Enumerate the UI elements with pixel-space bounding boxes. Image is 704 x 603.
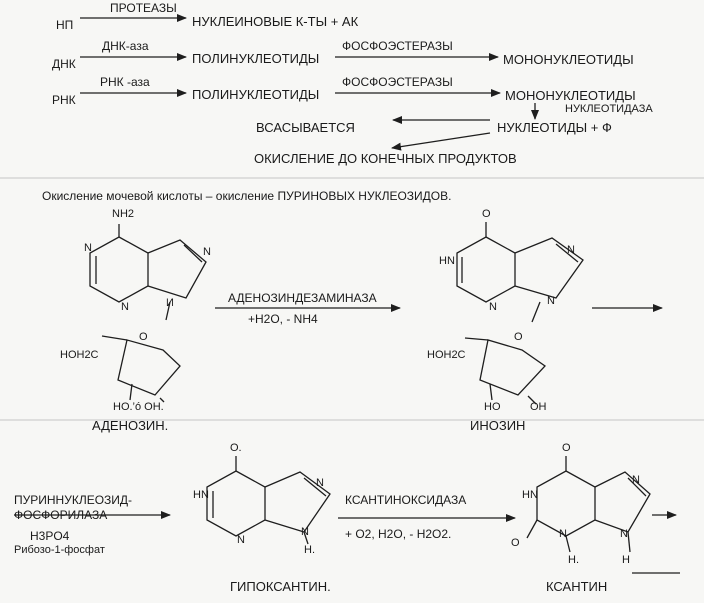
hypoxanthine-n7: N <box>316 477 324 489</box>
hypoxanthine-h9: H. <box>304 544 315 556</box>
xanthine-nh-bond-2 <box>627 531 631 553</box>
reaction1-conditions: +H2O, - NH4 <box>248 312 318 326</box>
xanthine-h9: H <box>622 554 630 566</box>
hypoxanthine-imidazole-ring <box>264 471 331 533</box>
inosine-ho: HO <box>484 401 501 413</box>
inosine-oh: OH <box>530 401 547 413</box>
enzyme-dnase: ДНК-аза <box>102 39 149 53</box>
inosine-name: ИНОЗИН <box>470 418 526 433</box>
adenosine-imidazole-ring <box>147 239 207 299</box>
byproduct-ribose-1-phosphate: Рибозо-1-фосфат <box>14 544 105 556</box>
hypoxanthine-double-bond <box>303 477 327 497</box>
adenosine-n3: N <box>121 301 129 313</box>
xanthine-n7: N <box>632 474 640 486</box>
hypoxanthine-n3: N <box>237 534 245 546</box>
product-nucleic-acids: НУКЛЕИНОВЫЕ К-ТЫ + АК <box>192 14 359 29</box>
inosine-glycosidic-bond <box>531 301 541 323</box>
inosine-ho-bond <box>489 383 493 401</box>
hypoxanthine-name: ГИПОКСАНТИН. <box>230 579 331 594</box>
adenosine-ho-bond <box>129 383 133 401</box>
product-mononucleotides-dna: МОНОНУКЛЕОТИДЫ <box>503 52 634 67</box>
xanthine-pyrimidine-ring <box>536 470 596 537</box>
adenosine-ring-o: O <box>139 331 148 343</box>
xanthine-name: КСАНТИН <box>546 579 608 594</box>
hypoxanthine-hn: HN <box>193 489 209 501</box>
product-polynucleotides-dna: ПОЛИНУКЛЕОТИДЫ <box>192 51 320 66</box>
adenosine-glycosidic-bond <box>165 301 171 321</box>
adenosine-double-bond <box>183 244 203 263</box>
inosine-n3: N <box>489 301 497 313</box>
adenosine-ch2-bond <box>101 335 128 341</box>
inosine-ch2-bond <box>464 337 489 341</box>
adenosine-oh-bond <box>159 397 165 403</box>
section-caption: Окисление мочевой кислоты – окисление ПУ… <box>42 189 452 203</box>
adenosine-ribose-ring <box>117 339 181 396</box>
xanthine-double-bond <box>627 477 647 497</box>
xanthine-imidazole-ring <box>594 471 651 533</box>
adenosine-n7: N <box>203 246 211 258</box>
arrow-oxidation <box>391 132 491 151</box>
inosine-hn: HN <box>439 255 455 267</box>
inosine-carbonyl-o: O <box>482 208 491 220</box>
adenosine-n9: И <box>166 297 174 309</box>
enzyme-rnase: РНК -аза <box>100 75 150 89</box>
product-nucleotides: НУКЛЕОТИДЫ + Ф <box>497 120 612 135</box>
xanthine-carbonyl-bond-2 <box>526 519 538 539</box>
inosine-ribose-ring <box>479 339 546 396</box>
enzyme-proteases: ПРОТЕАЗЫ <box>110 1 177 15</box>
source-np: НП <box>56 18 74 32</box>
adenosine-name: АДЕНОЗИН. <box>92 418 169 433</box>
reaction3-conditions: + O2, H2O, - H2O2. <box>345 527 452 541</box>
inosine-imidazole-ring <box>514 237 584 299</box>
inosine-n9: N <box>547 295 555 307</box>
xanthine-n9: N <box>620 528 628 540</box>
xanthine-nh-bond <box>565 535 571 553</box>
adenosine-nh2: NH2 <box>112 208 135 220</box>
xanthine-carbonyl-o: O <box>562 442 571 454</box>
enzyme-phosphoesterases-dna: ФОСФОЭСТЕРАЗЫ <box>342 39 453 53</box>
inosine-ring-o: O <box>514 331 523 343</box>
enzyme-phosphoesterases-rna: ФОСФОЭСТЕРАЗЫ <box>342 75 453 89</box>
reagent-h3po4: H3PO4 <box>30 529 70 543</box>
hypoxanthine-carbonyl-o: O. <box>230 442 242 454</box>
enzyme-purine-nucleoside-phosphorylase-1: ПУРИННУКЛЕОЗИД- <box>14 493 133 507</box>
adenosine-ho-oh: HO.’ó OH. <box>113 401 164 413</box>
adenosine-pyrimidine-ring <box>89 236 149 303</box>
enzyme-xanthine-oxidase: КСАНТИНОКСИДАЗА <box>345 493 467 507</box>
xanthine-h3: H. <box>568 554 579 566</box>
inosine-pyrimidine-ring <box>456 236 516 303</box>
source-dna: ДНК <box>52 57 76 71</box>
inosine-n7: N <box>567 244 575 256</box>
label-oxidation: ОКИСЛЕНИЕ ДО КОНЕЧНЫХ ПРОДУКТОВ <box>254 151 517 166</box>
enzyme-nucleotidase: НУКЛЕОТИДАЗА <box>565 103 653 115</box>
adenosine-hoh2c: HOH2C <box>60 349 99 361</box>
xanthine-n3: N <box>559 528 567 540</box>
hypoxanthine-nh-bond <box>303 531 309 545</box>
inosine-oh-bond <box>527 395 537 405</box>
inosine-double-bond <box>555 243 579 263</box>
hypoxanthine-pyrimidine-ring <box>206 470 266 537</box>
product-polynucleotides-rna: ПОЛИНУКЛЕОТИДЫ <box>192 87 320 102</box>
product-mononucleotides-rna: МОНОНУКЛЕОТИДЫ <box>505 88 636 103</box>
source-rna: РНК <box>52 93 76 107</box>
inosine-hoh2c: HOH2C <box>427 349 466 361</box>
xanthine-carbonyl-o-2: O <box>511 537 520 549</box>
adenosine-n1: N <box>84 242 92 254</box>
enzyme-purine-nucleoside-phosphorylase-2: ФОСФОРИЛАЗА <box>14 508 108 522</box>
hypoxanthine-n9: N <box>301 526 309 538</box>
label-absorbed: ВСАСЫВАЕТСЯ <box>256 120 355 135</box>
xanthine-hn: HN <box>522 489 538 501</box>
enzyme-adenosine-deaminase: АДЕНОЗИНДЕЗАМИНАЗА <box>228 291 377 305</box>
